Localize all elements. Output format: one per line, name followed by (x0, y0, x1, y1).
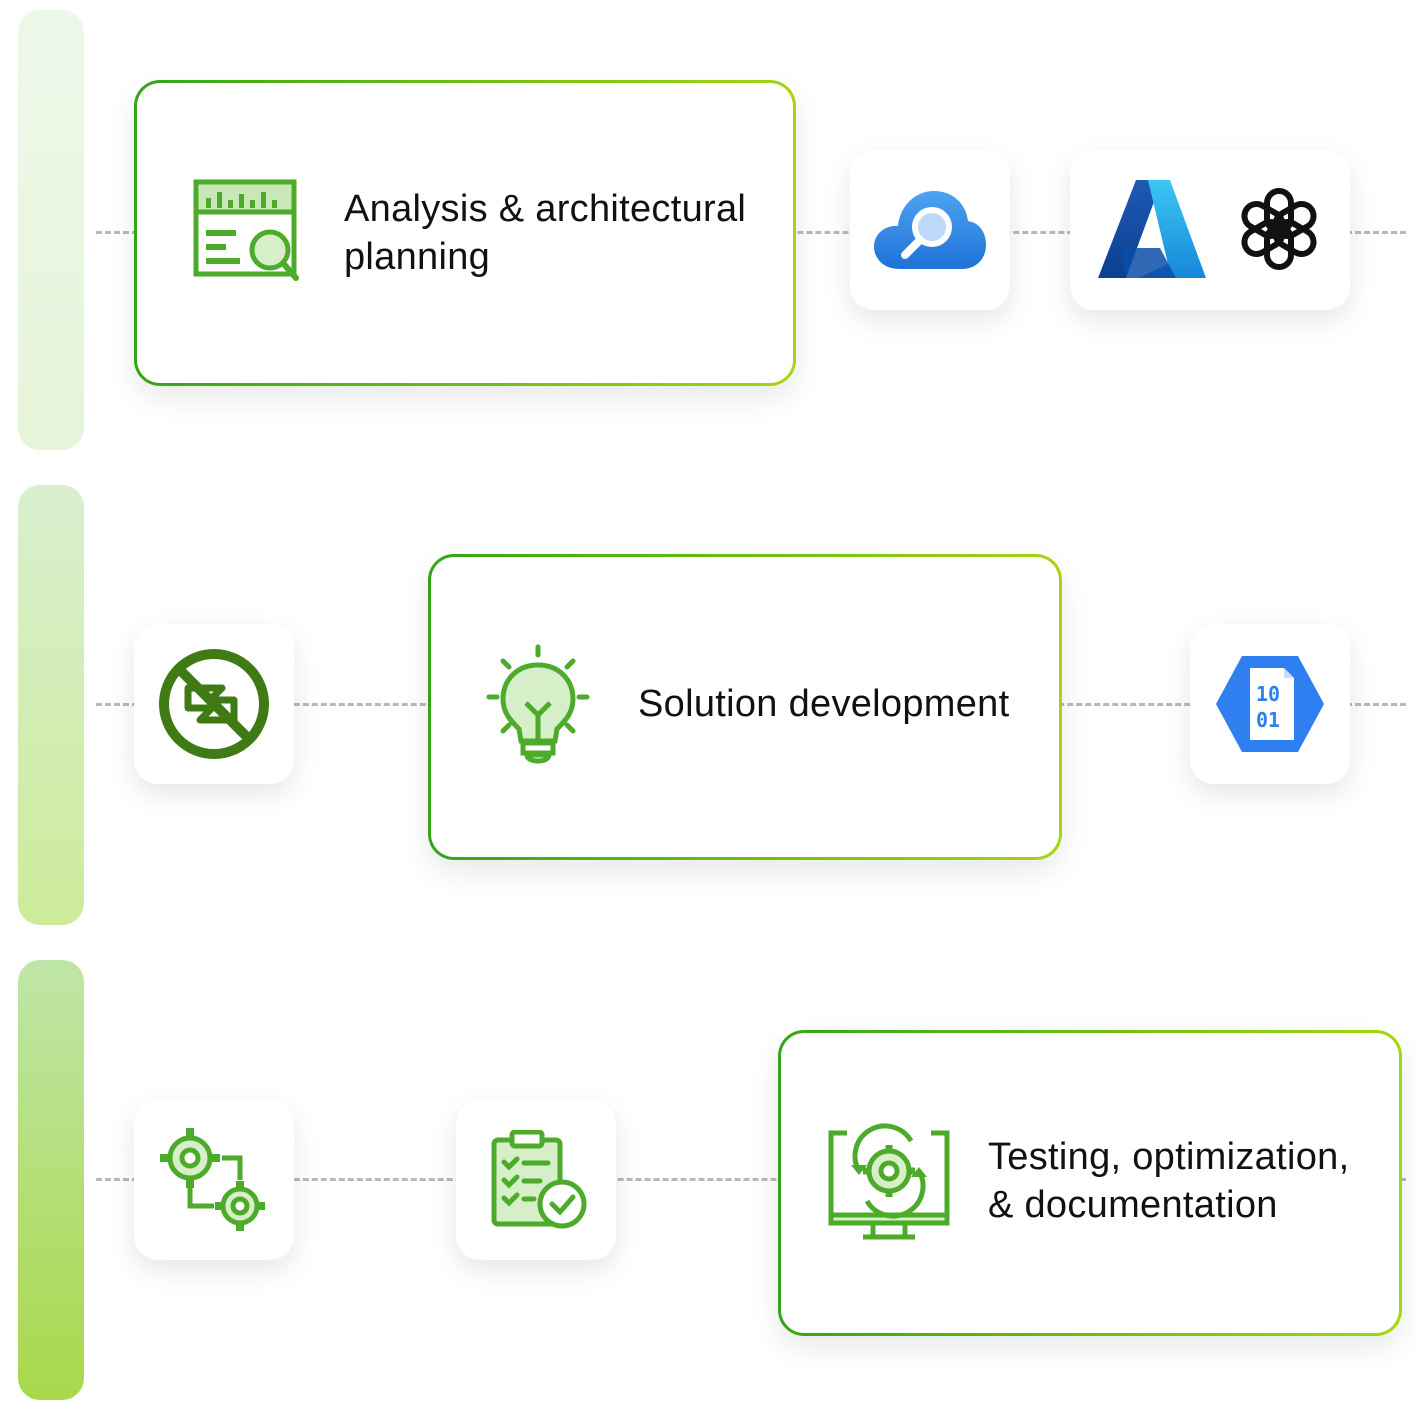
analysis-search-icon (193, 179, 299, 281)
stage-title-development: Solution development (638, 683, 1010, 725)
azure-icon (1098, 180, 1206, 278)
checklist-icon (491, 1130, 587, 1229)
tool-tile-gears-workflow (134, 1100, 294, 1260)
connector-line-3 (96, 1178, 1406, 1181)
stage-card-testing: Testing, optimization, & documentation (778, 1030, 1402, 1336)
svg-text:01: 01 (1256, 708, 1280, 732)
tool-tile-checklist (456, 1100, 616, 1260)
tool-tile-cognitive-search (850, 150, 1010, 310)
stage-title-testing: Testing, optimization, & documentation (988, 1136, 1350, 1226)
gears-workflow-icon (160, 1128, 265, 1231)
tool-tile-web-services (134, 624, 294, 784)
monitor-gear-icon (828, 1123, 950, 1240)
stage-card-development: Solution development (428, 554, 1062, 860)
binary-data-icon: 10 01 (1216, 656, 1324, 752)
timeline-bar-stage-2 (18, 485, 84, 925)
tool-tile-azure-openai (1070, 150, 1350, 310)
svg-text:10: 10 (1256, 682, 1280, 706)
stage-card-analysis: Analysis & architectural planning (134, 80, 796, 386)
web-services-icon (159, 649, 269, 759)
azure-cognitive-search-icon (874, 191, 986, 269)
openai-icon (1241, 188, 1317, 270)
timeline-bar-stage-3 (18, 960, 84, 1400)
tool-tile-binary-data: 10 01 (1190, 624, 1350, 784)
stage-title-analysis: Analysis & architectural planning (344, 188, 747, 278)
timeline-bar-stage-1 (18, 10, 84, 450)
lightbulb-icon (486, 644, 590, 764)
